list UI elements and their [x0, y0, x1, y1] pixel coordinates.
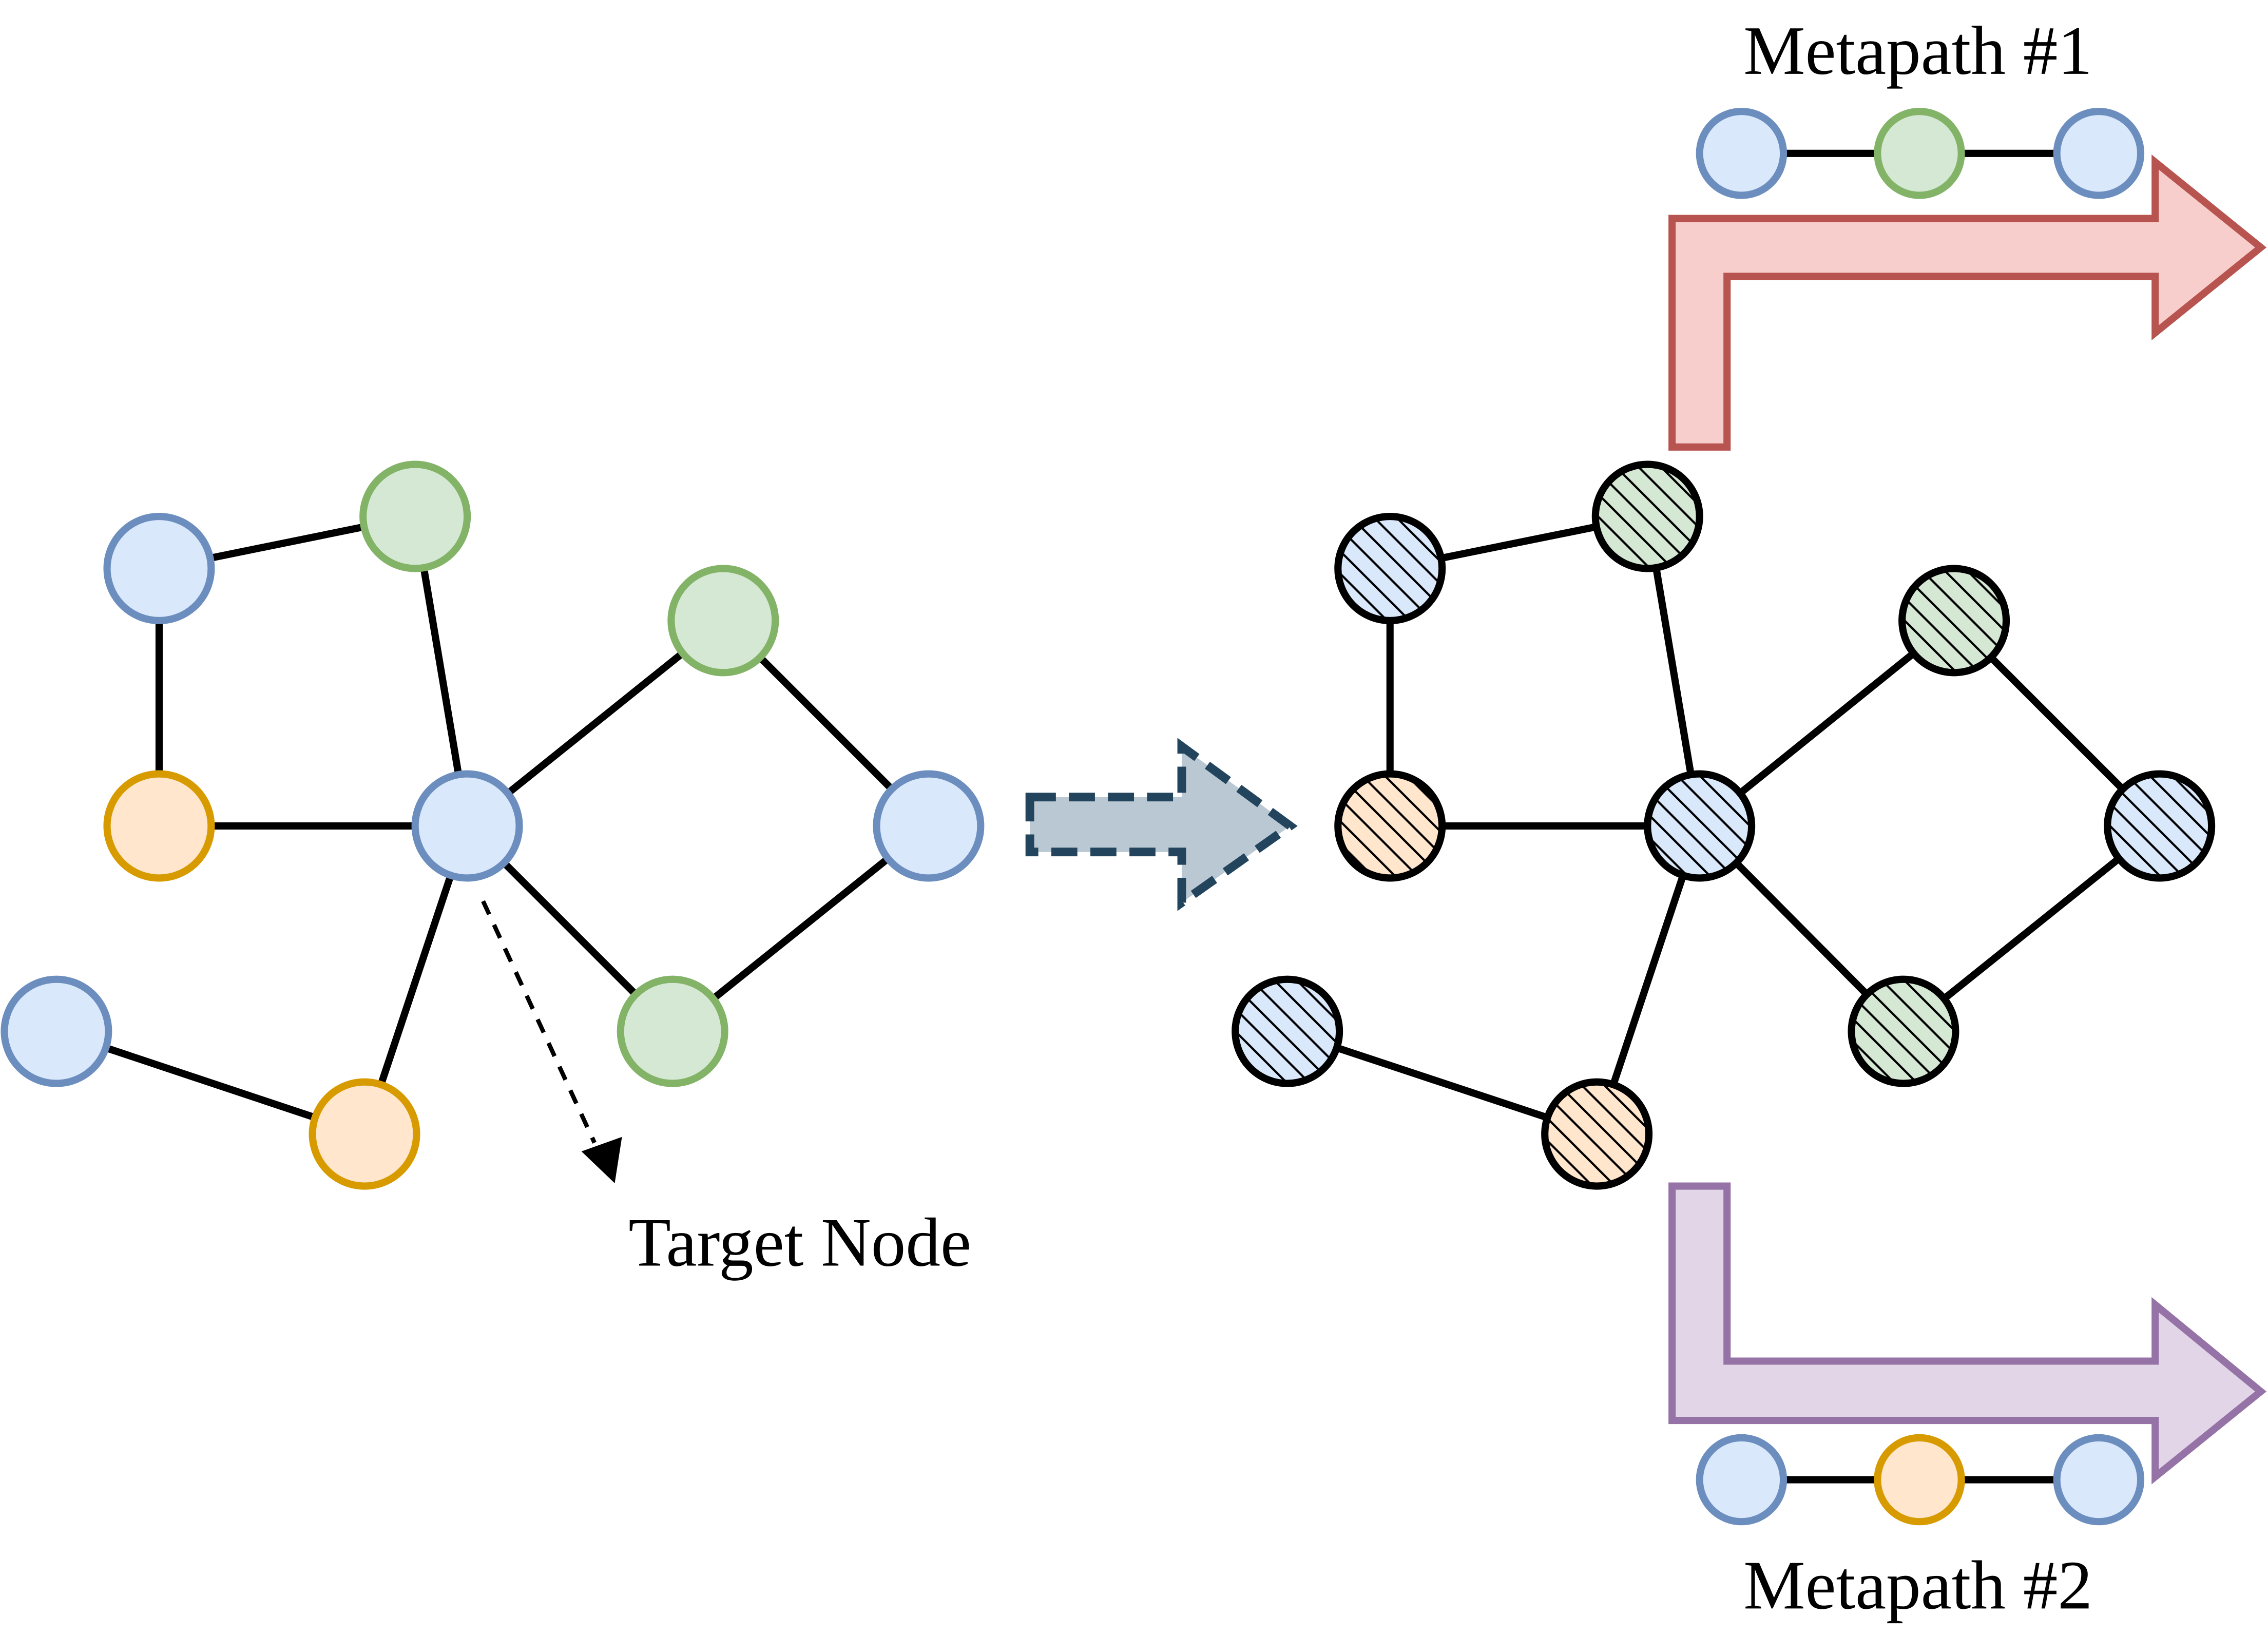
- hatched-node-orange-left: [1334, 770, 1446, 882]
- right-graph-nodes: [1232, 460, 2216, 1190]
- hatched-node-green-right-top: [1898, 565, 2010, 677]
- metapath-2-arrow: [1668, 1182, 2267, 1485]
- transform-arrow-shape: [1025, 738, 1298, 911]
- node-blue-right: [873, 770, 985, 882]
- metapath-1: Metapath #1: [1668, 12, 2267, 451]
- hatched-node-blue-bottom-left: [1232, 975, 1343, 1087]
- metapath-2-label: Metapath #2: [1743, 1547, 2092, 1624]
- metapath-1-node-blue: [1696, 108, 1788, 199]
- left-graph: Target Node: [1, 460, 985, 1281]
- node-orange-left: [103, 770, 215, 882]
- target-node-label: Target Node: [628, 1204, 971, 1281]
- metapath-2-sequence: [1696, 1434, 2145, 1526]
- target-pointer-arrowhead: [581, 1137, 622, 1183]
- metapath-2-node-blue-end: [2053, 1434, 2145, 1526]
- node-green-top: [359, 460, 471, 572]
- node-blue-bottom-left: [1, 975, 112, 1087]
- node-orange-bottom: [309, 1078, 420, 1190]
- metapath-2-node-orange: [1874, 1434, 1965, 1526]
- target-node-pointer: Target Node: [481, 900, 971, 1281]
- hatched-node-blue-top-left: [1334, 512, 1446, 624]
- hatched-node-green-top: [1591, 460, 1703, 572]
- metapath-1-label: Metapath #1: [1743, 12, 2092, 89]
- hatched-node-green-bottom: [1848, 975, 1959, 1087]
- transform-arrow: [1025, 738, 1298, 911]
- target-pointer-line: [481, 900, 597, 1144]
- metapath-1-arrow: [1668, 154, 2267, 451]
- left-graph-nodes: [1, 460, 985, 1190]
- right-graph: [1232, 460, 2216, 1190]
- metapath-2-node-blue: [1696, 1434, 1788, 1526]
- node-blue-target: [411, 770, 523, 882]
- metapath-2: Metapath #2: [1668, 1182, 2267, 1624]
- metapath-1-sequence: [1696, 108, 2145, 199]
- node-green-bottom: [617, 975, 728, 1087]
- node-green-right-top: [667, 565, 779, 677]
- hatched-node-blue-right: [2104, 770, 2216, 882]
- node-blue-top-left: [103, 512, 215, 624]
- hatched-node-blue-center: [1644, 770, 1756, 882]
- hatched-node-orange-bottom: [1541, 1078, 1653, 1190]
- metapath-1-node-green: [1874, 108, 1965, 199]
- metapath-1-node-blue-end: [2053, 108, 2145, 199]
